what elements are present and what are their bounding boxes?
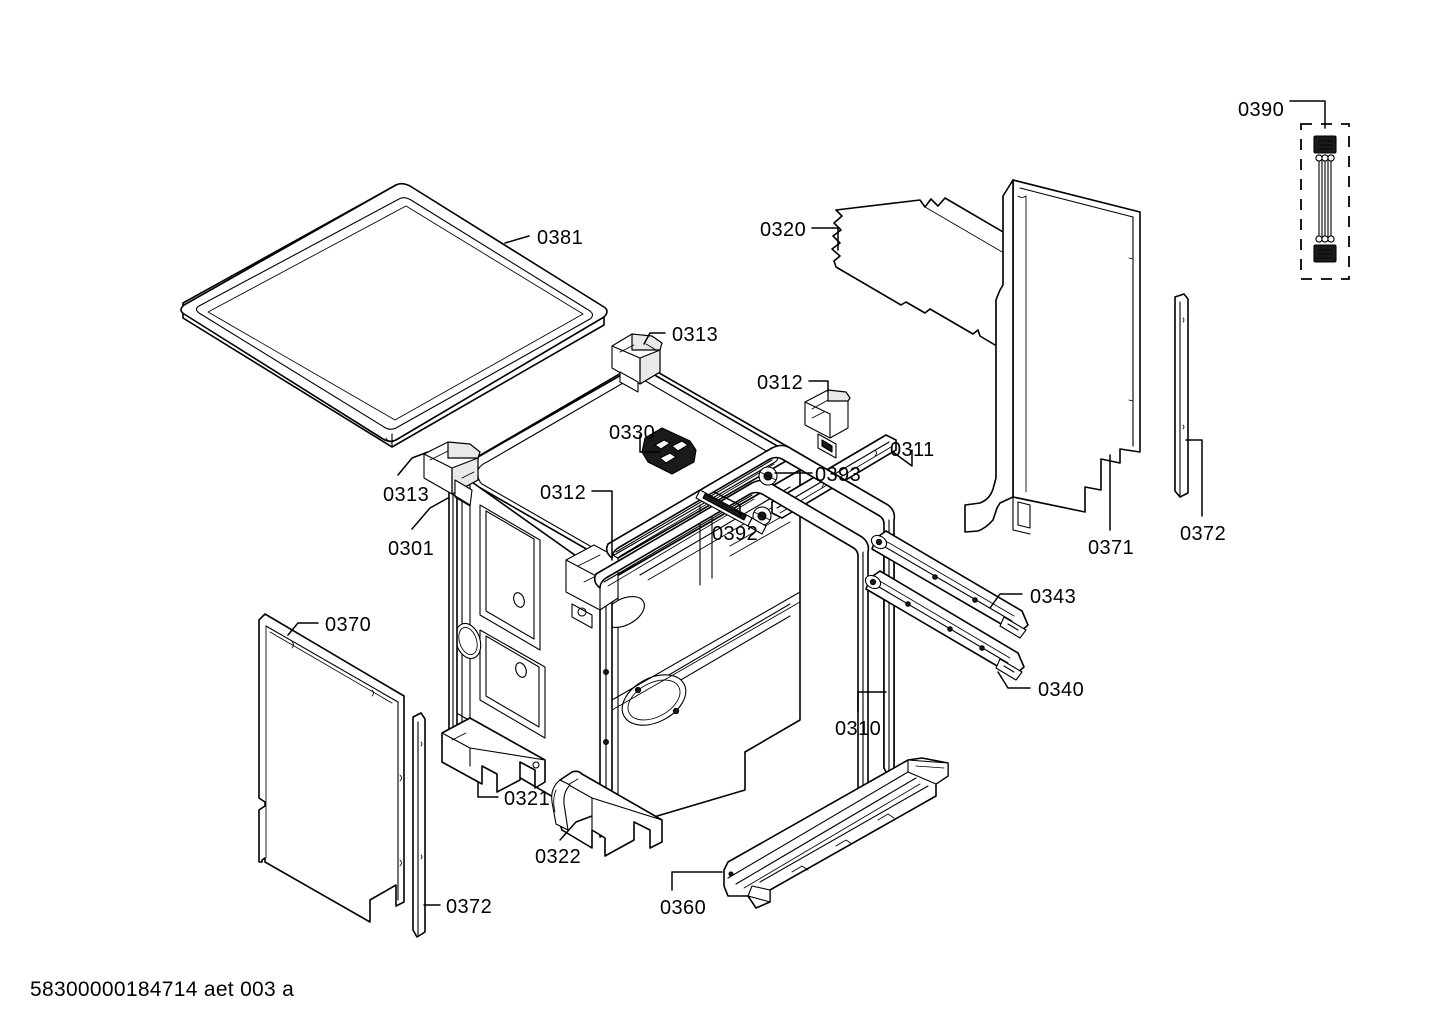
part-label-0381: 0381 [537, 227, 584, 249]
part-0371-rear-panel [964, 179, 1141, 535]
part-label-0312-left: 0312 [540, 482, 587, 504]
part-0313-corner-bracket-left [423, 441, 481, 507]
part-label-0370: 0370 [325, 614, 372, 636]
part-label-0311: 0311 [890, 439, 935, 461]
part-label-0330: 0330 [609, 422, 656, 444]
part-0312-bracket-left [565, 544, 619, 629]
part-0381-worktop-lid [180, 182, 608, 448]
part-label-0322: 0322 [535, 846, 582, 868]
part-0340-door-spring-rod-lower [864, 570, 1025, 681]
part-label-0313-top: 0313 [672, 324, 719, 346]
part-label-0371: 0371 [1088, 537, 1135, 559]
part-label-0313-left: 0313 [383, 484, 430, 506]
part-0312-bracket-right [804, 389, 851, 459]
part-0313-corner-bracket-top [611, 333, 663, 393]
part-label-0340: 0340 [1038, 679, 1085, 701]
part-0393-hinge-pin-upper [758, 466, 778, 486]
part-label-0393: 0393 [815, 464, 862, 486]
part-0330-door-latch [641, 427, 697, 475]
part-0321-base-support-left [441, 717, 546, 793]
part-0372-trim-strip-rear [1174, 293, 1189, 498]
part-0372-trim-strip-side [412, 712, 426, 938]
part-label-0390: 0390 [1238, 99, 1285, 121]
part-label-0392: 0392 [712, 523, 759, 545]
document-footer-code: 58300000184714 aet 003 a [30, 978, 295, 1001]
part-0343-door-spring-rod-upper [870, 530, 1029, 639]
part-label-0301: 0301 [388, 538, 435, 560]
part-label-0360: 0360 [660, 897, 707, 919]
part-0322-base-support-front [551, 770, 663, 857]
part-0390-cable-harness [1300, 123, 1350, 280]
part-label-0372-side: 0372 [446, 896, 493, 918]
part-0370-side-panel [258, 613, 405, 923]
part-label-0312-right: 0312 [757, 372, 804, 394]
part-label-0320: 0320 [760, 219, 807, 241]
part-label-0343: 0343 [1030, 586, 1077, 608]
part-label-0310: 0310 [835, 718, 882, 740]
part-0392-hinge-pin-lower [695, 489, 772, 535]
part-0301-tub-body [448, 361, 801, 838]
part-0360-base-kick-plate [723, 757, 949, 909]
leader-lines [287, 100, 1326, 906]
part-label-0321: 0321 [504, 788, 551, 810]
part-label-0372-rear: 0372 [1180, 523, 1227, 545]
